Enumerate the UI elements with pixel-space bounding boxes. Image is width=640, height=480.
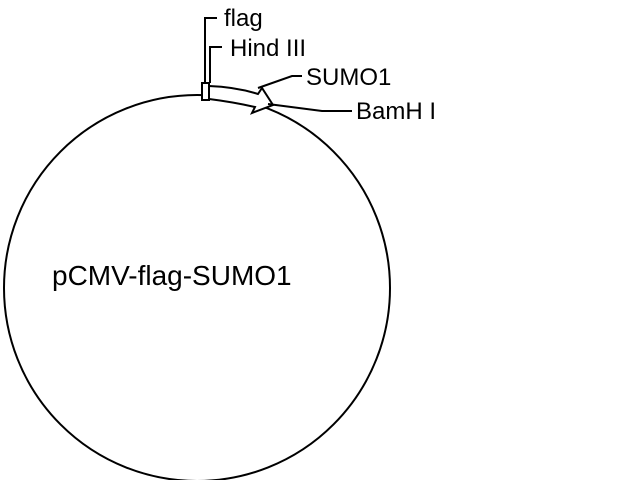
bamh1-leader-line (267, 103, 352, 112)
sumo1-label: SUMO1 (306, 64, 391, 91)
flag-leader-line (204, 17, 217, 83)
plasmid-backbone (3, 94, 391, 480)
hind3-label: Hind III (230, 35, 306, 62)
hind3-leader-line (209, 46, 222, 83)
bamh1-label: BamH I (356, 98, 436, 125)
plasmid-name: pCMV-flag-SUMO1 (52, 260, 292, 291)
sumo1-insert-arrow (208, 84, 275, 115)
flag-label: flag (224, 5, 263, 32)
flag-tag-box (201, 82, 210, 101)
sumo1-leader-line (257, 75, 302, 89)
